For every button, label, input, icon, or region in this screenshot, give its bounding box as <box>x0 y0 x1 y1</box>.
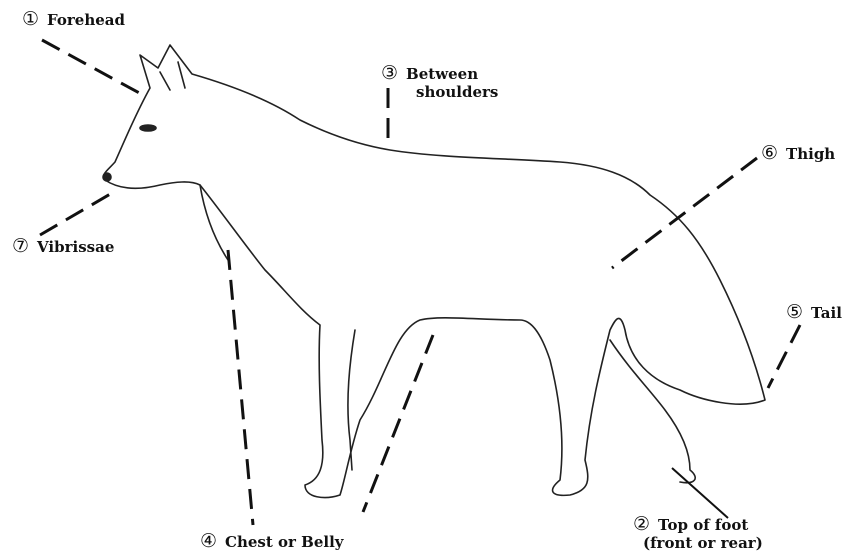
label-text-line1: Top of foot <box>658 516 748 534</box>
label-text-line1: Between <box>406 65 478 83</box>
number-badge: ⑤ <box>786 301 803 323</box>
number-badge: ④ <box>200 530 217 552</box>
label-text: Chest or Belly <box>225 533 343 551</box>
leader-thigh <box>612 158 757 268</box>
eye <box>140 125 156 131</box>
leader-chest-right <box>363 335 433 512</box>
label-tail: ⑤ Tail <box>786 303 842 322</box>
label-top-of-foot: ② Top of foot (front or rear) <box>633 515 763 552</box>
number-badge: ① <box>22 8 39 30</box>
number-badge: ⑦ <box>12 235 29 257</box>
coyote-outline <box>103 45 765 498</box>
label-chest-or-belly: ④ Chest or Belly <box>200 532 344 551</box>
fur-chest <box>200 185 228 260</box>
nose <box>103 173 111 181</box>
label-text: Thigh <box>786 145 835 163</box>
leader-chest-left <box>228 250 253 525</box>
leader-foot <box>672 468 728 518</box>
rear-leg-far <box>610 340 695 483</box>
label-forehead: ① Forehead <box>22 10 125 29</box>
label-thigh: ⑥ Thigh <box>761 144 835 163</box>
number-badge: ③ <box>381 62 398 84</box>
number-badge: ② <box>633 513 650 535</box>
label-text: Forehead <box>47 11 125 29</box>
label-text: Vibrissae <box>37 238 114 256</box>
ear-inner <box>160 62 185 90</box>
leader-tail <box>768 325 800 388</box>
label-text-line2: shoulders <box>416 83 498 101</box>
leader-forehead <box>42 40 143 95</box>
label-vibrissae: ⑦ Vibrissae <box>12 237 114 256</box>
leader-vibrissae <box>40 193 112 235</box>
label-text: Tail <box>811 304 842 322</box>
label-text-line2: (front or rear) <box>643 534 763 552</box>
number-badge: ⑥ <box>761 142 778 164</box>
label-between-shoulders: ③ Between shoulders <box>381 64 498 101</box>
